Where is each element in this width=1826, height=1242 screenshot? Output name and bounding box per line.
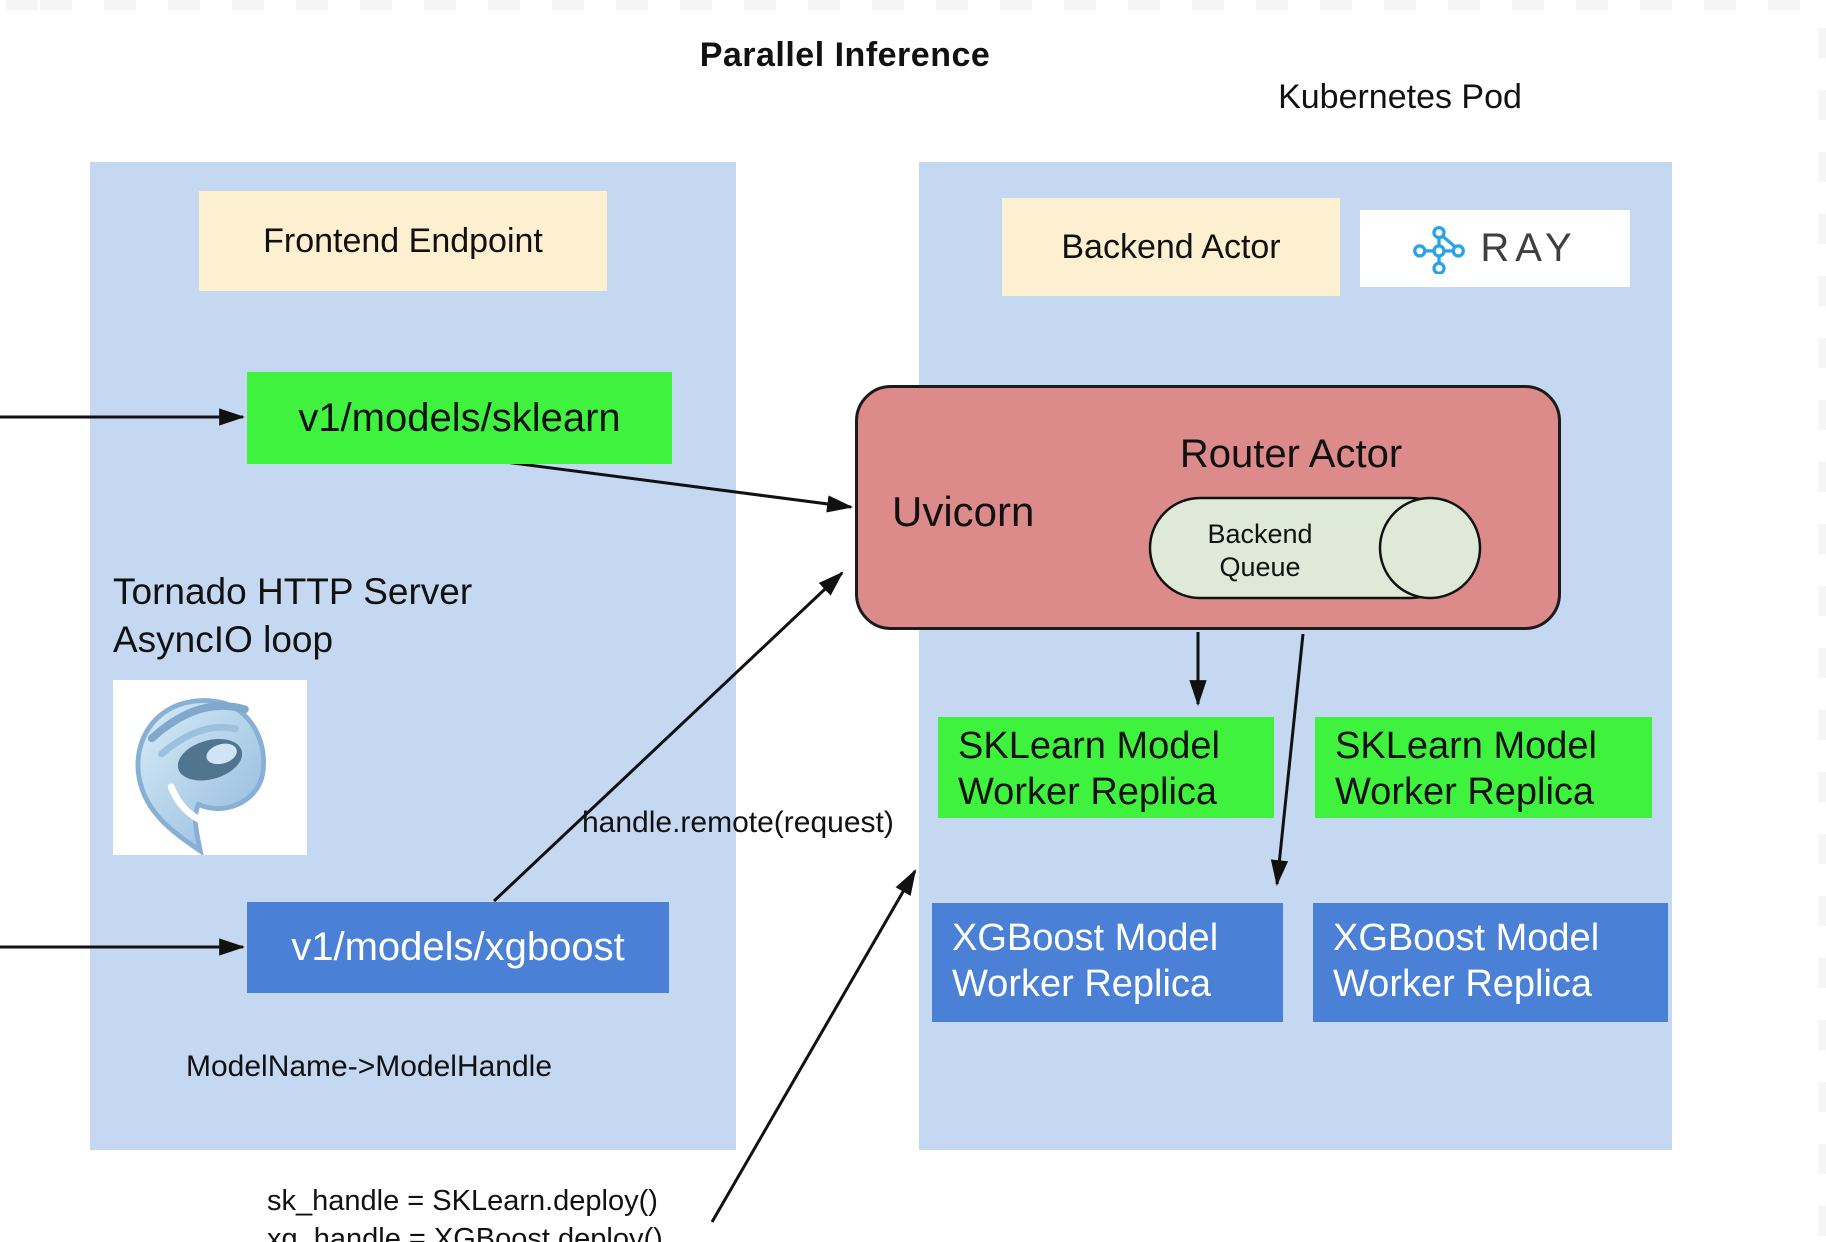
tornado-logo: [113, 680, 307, 857]
arrow-deploy-to-pod: [710, 869, 917, 1223]
sklearn-worker-replica-2: SKLearn Model Worker Replica: [1315, 717, 1652, 818]
frontend-endpoint-box: Frontend Endpoint: [199, 191, 607, 291]
model-mapping-note: ModelName->ModelHandle: [186, 1050, 553, 1083]
worker-line1: SKLearn Model: [958, 725, 1220, 767]
tornado-swirl-icon: [135, 698, 266, 857]
xgboost-worker-replica-1: XGBoost Model Worker Replica: [932, 903, 1283, 1022]
backend-queue-line2: Queue: [1219, 552, 1301, 582]
tornado-server-line2: AsyncIO loop: [113, 619, 334, 660]
backend-queue-label: Backend Queue: [1160, 518, 1360, 584]
backend-actor-box: Backend Actor: [1002, 198, 1340, 296]
transparency-checker-top: [0, 0, 1826, 10]
xgboost-worker-replica-2: XGBoost Model Worker Replica: [1313, 903, 1668, 1022]
worker-line1: XGBoost Model: [1333, 917, 1600, 959]
worker-line2: Worker Replica: [1335, 771, 1595, 813]
sklearn-worker-replica-1: SKLearn Model Worker Replica: [938, 717, 1274, 818]
worker-line2: Worker Replica: [952, 963, 1212, 1005]
deploy-code-annotation: sk_handle = SKLearn.deploy() xg_handle =…: [267, 1182, 663, 1242]
kubernetes-pod-label: Kubernetes Pod: [1278, 78, 1522, 116]
deploy-code-line2: xg_handle = XGBoost.deploy(): [267, 1223, 663, 1242]
ray-logo-box: RAY: [1360, 210, 1630, 287]
backend-queue-line1: Backend: [1207, 519, 1313, 549]
diagram-title: Parallel Inference: [699, 36, 991, 74]
worker-line2: Worker Replica: [1333, 963, 1593, 1005]
ray-logo-text: RAY: [1480, 226, 1578, 270]
transparency-checker-right: [1818, 0, 1826, 1242]
worker-line2: Worker Replica: [958, 771, 1218, 813]
worker-line1: SKLearn Model: [1335, 725, 1597, 767]
tornado-server-line1: Tornado HTTP Server: [113, 571, 473, 612]
deploy-code-line1: sk_handle = SKLearn.deploy(): [267, 1185, 658, 1217]
ray-logo-icon: [1413, 225, 1466, 274]
tornado-server-label: Tornado HTTP Server AsyncIO loop: [113, 568, 472, 664]
xgboost-route-box: v1/models/xgboost: [247, 902, 669, 993]
handle-remote-annotation: handle.remote(request): [582, 806, 894, 839]
uvicorn-label: Uvicorn: [892, 488, 1035, 535]
sklearn-route-box: v1/models/sklearn: [247, 372, 672, 464]
worker-line1: XGBoost Model: [952, 917, 1219, 959]
router-actor-title: Router Actor: [1179, 432, 1403, 476]
